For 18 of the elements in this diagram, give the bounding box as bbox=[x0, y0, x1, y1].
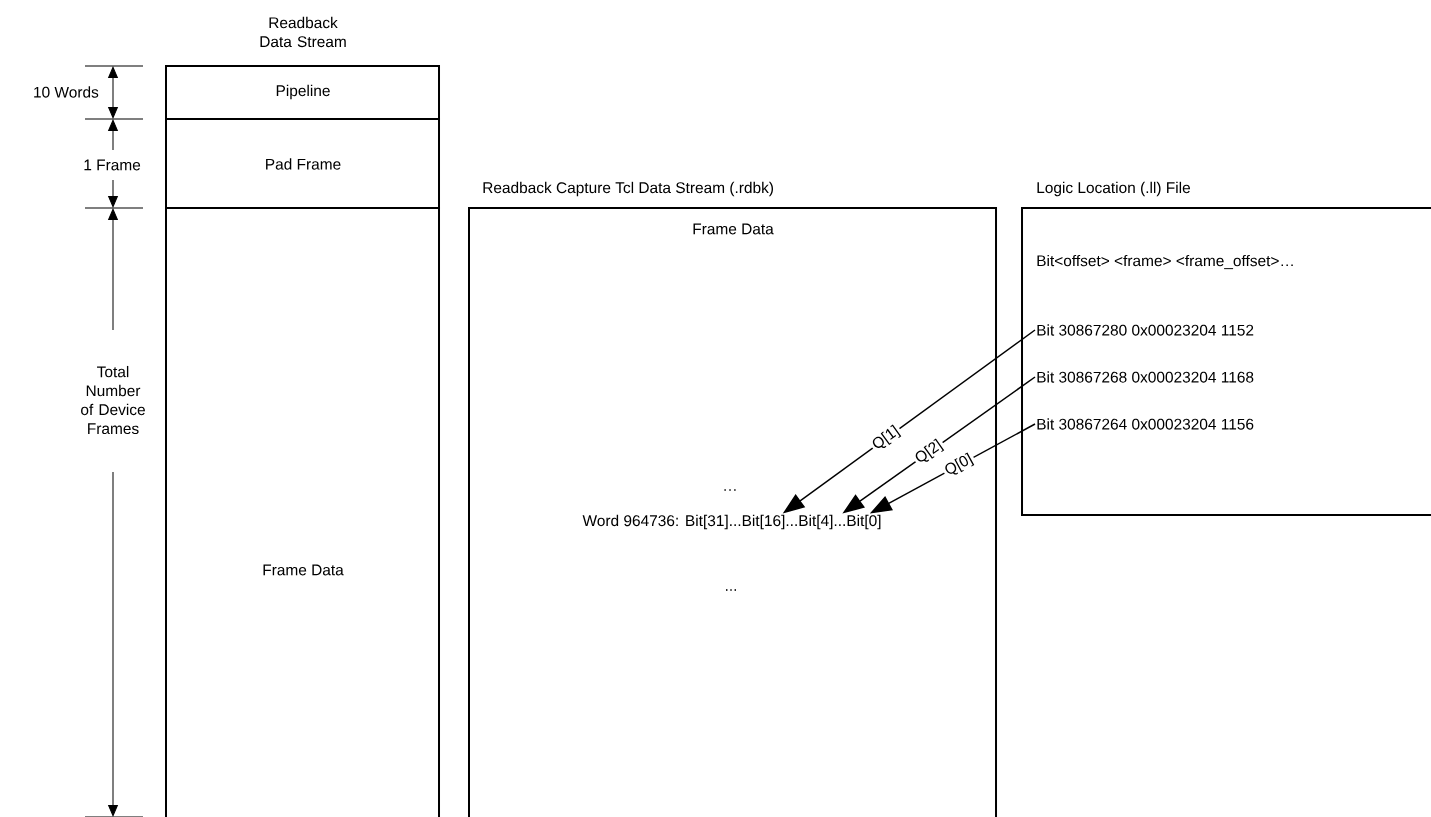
dimension-label: 10 Words bbox=[34, 86, 99, 98]
node-label: Logic Location (.ll) File bbox=[1037, 181, 1190, 197]
text-line: Bit 30867264 0x00023204 1156 bbox=[1037, 418, 1254, 430]
edge-label: Q[2] bbox=[915, 438, 945, 462]
text-line: … bbox=[724, 489, 736, 491]
stream-section-box: Pipeline bbox=[165, 65, 440, 120]
dimension-label: 1 Frame bbox=[84, 159, 141, 171]
text-line: Word 964736: Bit[31]...Bit[16]...Bit[4]...Bit[0] bbox=[582, 514, 881, 530]
text-line: ... bbox=[726, 589, 737, 591]
edge-label: Q[1] bbox=[872, 424, 902, 449]
stream-section-box: Pad Frame bbox=[165, 118, 440, 209]
stream-title: Readback Data Stream bbox=[260, 16, 346, 48]
dimension-label: Total Number of Device Frames bbox=[81, 365, 145, 435]
node-label: Readback Capture Tcl Data Stream (.rdbk) bbox=[483, 181, 774, 197]
text-line: Bit 30867268 0x00023204 1168 bbox=[1037, 371, 1254, 383]
edge-label: Q[0] bbox=[945, 452, 975, 475]
stream-section-box: Frame Data bbox=[165, 207, 440, 817]
text-line: Bit 30867280 0x00023204 1152 bbox=[1037, 324, 1254, 336]
